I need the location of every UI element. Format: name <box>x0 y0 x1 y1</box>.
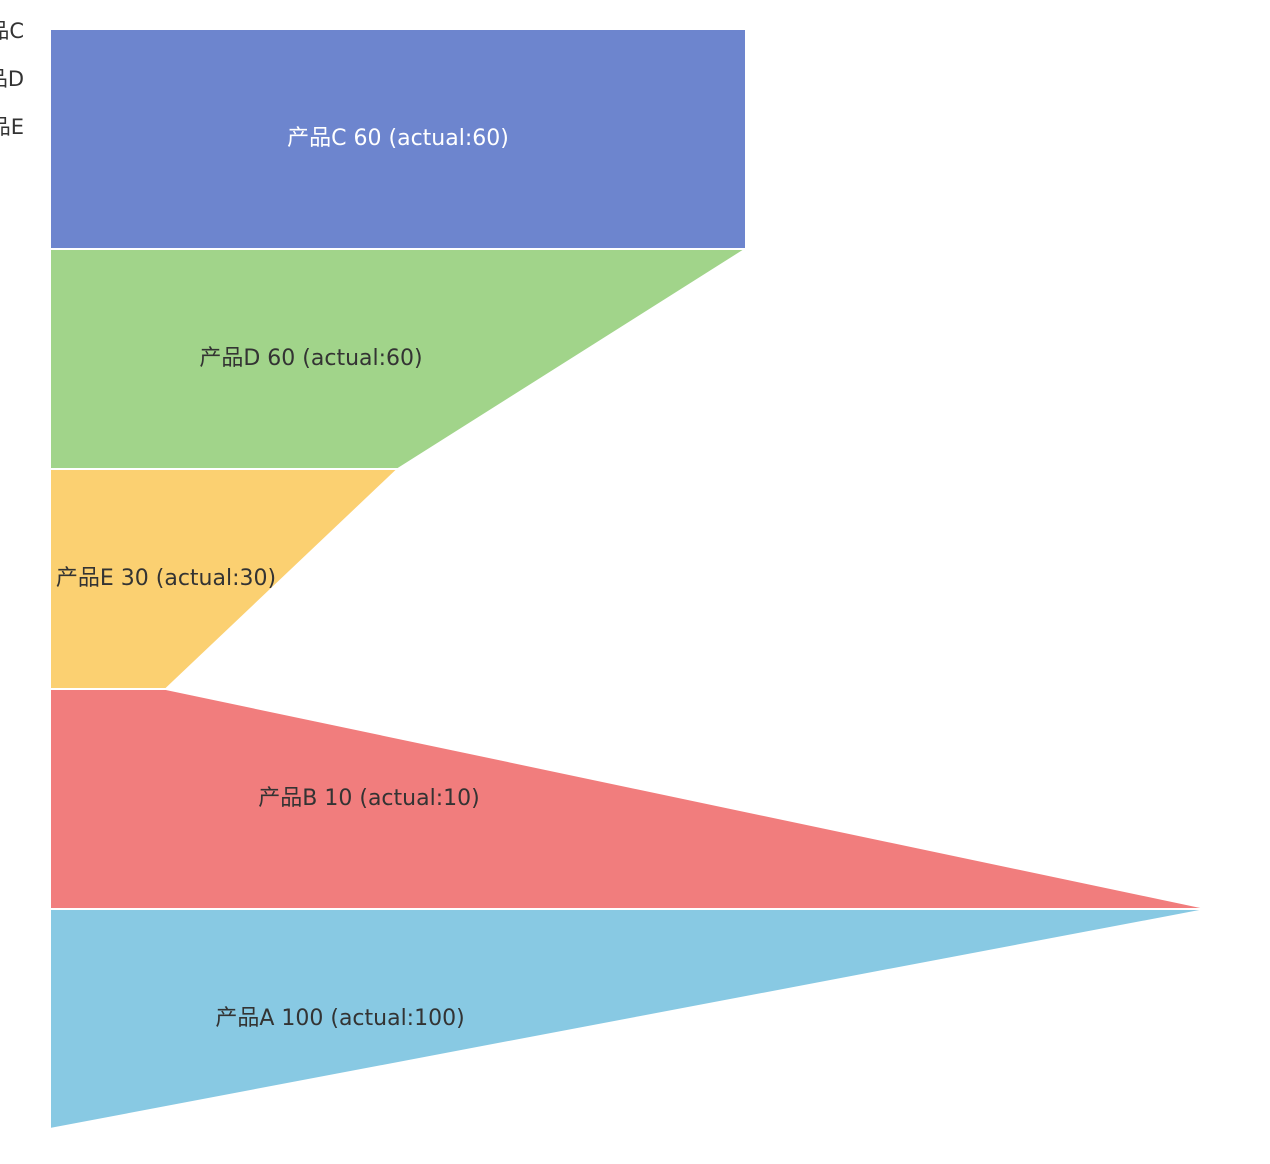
slice-label-1: 产品C 60 (actual:60) <box>287 126 509 151</box>
legend-item-2[interactable]: 产品D <box>0 67 24 91</box>
funnel-labels: 产品C 60 (actual:60) 产品D 60 (actual:60) 产品E … <box>56 126 509 1031</box>
slice-label-5: 产品A 100 (actual:100) <box>215 1006 464 1031</box>
slice-label-3: 产品E 30 (actual:30) <box>56 566 276 591</box>
funnel-slice-5[interactable] <box>49 908 1211 1131</box>
funnel-slice-4[interactable] <box>49 688 1211 910</box>
legend: 产品C 产品D 产品E <box>0 19 24 139</box>
legend-item-3[interactable]: 产品E <box>0 115 24 139</box>
legend-item-1[interactable]: 产品C <box>0 19 24 43</box>
slice-label-4: 产品B 10 (actual:10) <box>258 786 479 811</box>
funnel-slices <box>49 28 1211 1131</box>
slice-label-2: 产品D 60 (actual:60) <box>199 346 422 371</box>
